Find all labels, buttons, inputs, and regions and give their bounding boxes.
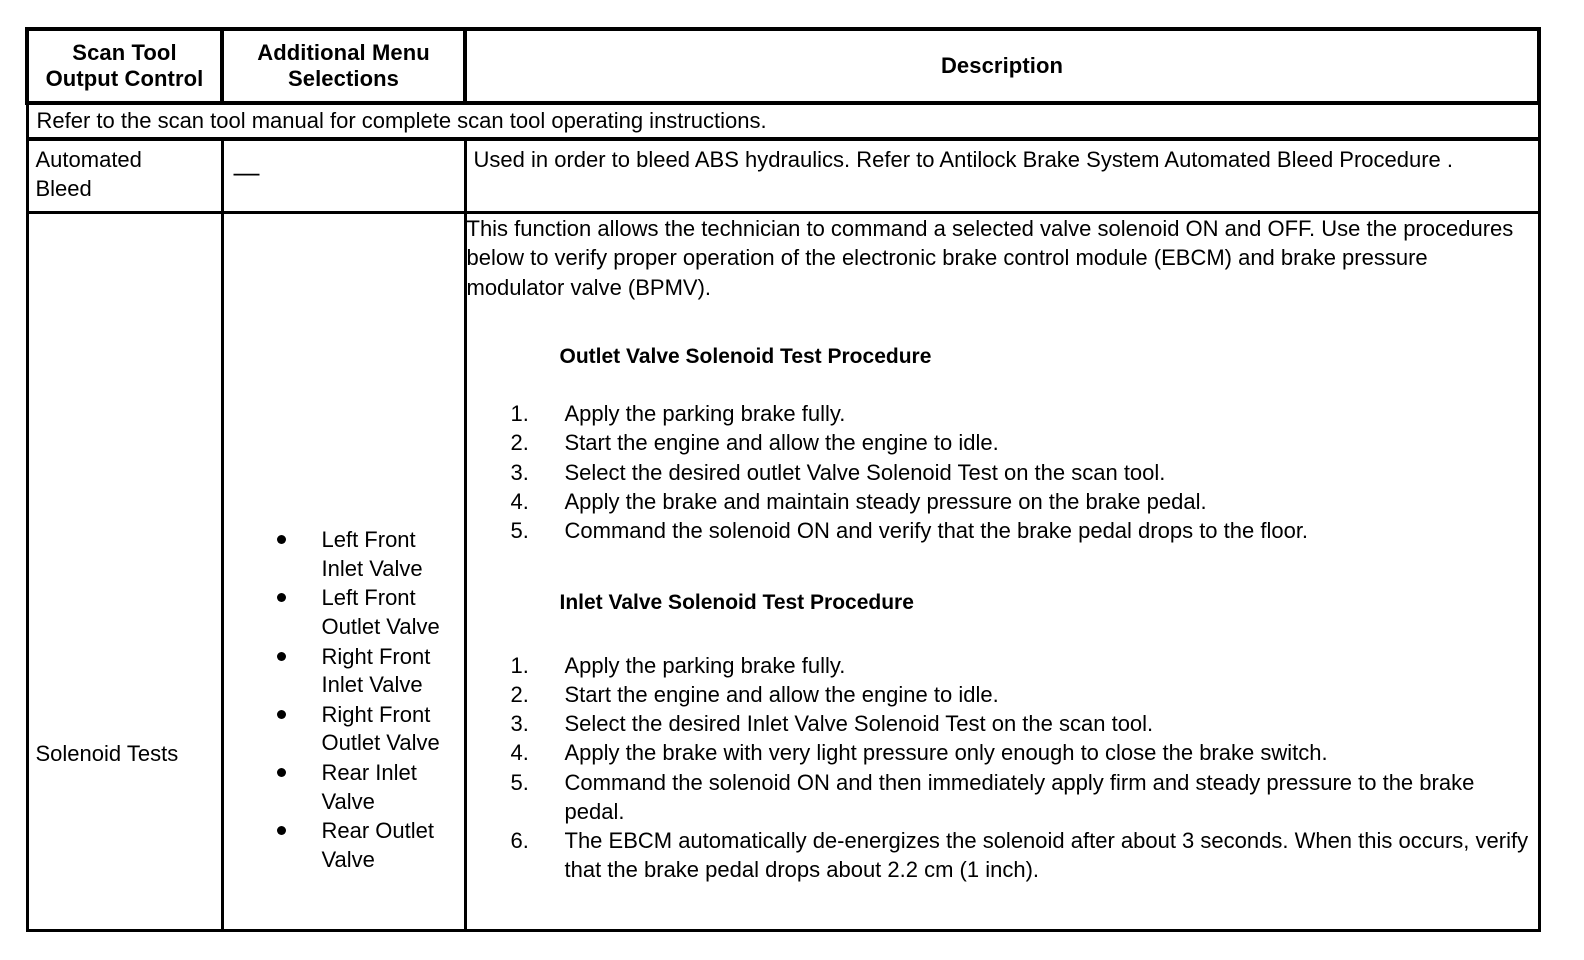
step-number: 2.	[510, 430, 529, 456]
table-row: Solenoid Tests Left Front Inlet Valve Le…	[25, 211, 1541, 933]
step-text: Apply the parking brake fully.	[564, 652, 846, 678]
step-text: Command the solenoid ON and then immedia…	[564, 769, 1475, 824]
output-control-name: Automated Bleed	[29, 141, 221, 211]
list-item: Right Front Inlet Valve	[224, 643, 467, 700]
table-row: Automated Bleed — Used in order to bleed…	[25, 137, 1541, 215]
list-item: 4. Apply the brake with very light press…	[467, 738, 1538, 767]
header-cell-additional-menu-selections: Additional Menu Selections	[220, 27, 467, 105]
list-item: 6. The EBCM automatically de-energizes t…	[467, 826, 1538, 885]
description-intro: This function allows the technician to c…	[466, 216, 1514, 300]
step-number: 6.	[510, 828, 529, 854]
list-item-label: Right Front Inlet Valve	[321, 643, 431, 698]
header-cell-scan-tool-output-control: Scan Tool Output Control	[25, 27, 224, 105]
cell-menu-selections: —	[220, 137, 467, 215]
step-number: 3.	[510, 459, 529, 485]
cell-output-control-name: Solenoid Tests	[25, 211, 224, 933]
header-line-2: Output Control	[45, 66, 204, 91]
step-number: 2.	[510, 681, 529, 707]
step-number: 5.	[510, 769, 529, 795]
bullet-icon	[276, 651, 286, 661]
header-line-1: Additional Menu	[257, 40, 430, 66]
list-item: 2. Start the engine and allow the engine…	[467, 428, 1538, 457]
step-number: 3.	[510, 711, 529, 737]
step-text: Select the desired Inlet Valve Solenoid …	[564, 711, 1154, 737]
table-note-row: Refer to the scan tool manual for comple…	[25, 101, 1541, 141]
bullet-icon	[276, 535, 286, 545]
bullet-icon	[276, 593, 286, 603]
procedure-steps-inlet: 1. Apply the parking brake fully. 2. Sta…	[467, 651, 1538, 885]
step-number: 4.	[510, 740, 529, 766]
list-item: 5. Command the solenoid ON and verify th…	[467, 516, 1538, 545]
list-item-label: Left Front Inlet Valve	[321, 527, 423, 581]
bullet-icon	[276, 709, 286, 719]
step-text: Command the solenoid ON and verify that …	[564, 518, 1309, 544]
header-line-1: Scan Tool	[72, 40, 177, 66]
list-item: Left Front Inlet Valve	[224, 526, 467, 583]
step-text: Apply the brake and maintain steady pres…	[564, 488, 1207, 514]
step-text: The EBCM automatically de-energizes the …	[564, 828, 1529, 883]
header-cell-description: Description	[463, 27, 1541, 105]
step-number: 1.	[510, 652, 529, 678]
menu-selections-empty: —	[224, 141, 464, 185]
output-control-name: Solenoid Tests	[35, 741, 179, 767]
list-item-label: Rear Outlet Valve	[321, 818, 435, 872]
name-line-2: Bleed	[35, 175, 92, 201]
note-cell: Refer to the scan tool manual for comple…	[25, 101, 1541, 141]
cell-description: This function allows the technician to c…	[463, 211, 1541, 933]
description-text: Used in order to bleed ABS hydraulics. R…	[473, 147, 1454, 172]
scan-tool-output-control-table: Scan Tool Output Control Additional Menu…	[25, 27, 1541, 933]
menu-selections-list: Left Front Inlet Valve Left Front Outlet…	[224, 526, 467, 875]
procedure-heading-outlet: Outlet Valve Solenoid Test Procedure	[559, 344, 932, 368]
bullet-icon	[276, 767, 286, 777]
list-item: 1. Apply the parking brake fully.	[467, 399, 1538, 428]
list-item: 4. Apply the brake and maintain steady p…	[467, 487, 1538, 516]
list-item-label: Rear Inlet Valve	[321, 759, 417, 814]
bullet-icon	[276, 826, 286, 836]
list-item: 5. Command the solenoid ON and then imme…	[467, 768, 1538, 827]
list-item-label: Left Front Outlet Valve	[321, 585, 440, 639]
list-item: 2. Start the engine and allow the engine…	[467, 680, 1538, 709]
procedure-steps-outlet: 1. Apply the parking brake fully. 2. Sta…	[467, 399, 1538, 545]
step-text: Apply the parking brake fully.	[564, 401, 846, 427]
step-number: 4.	[510, 488, 529, 514]
procedure-heading-inlet: Inlet Valve Solenoid Test Procedure	[559, 591, 914, 615]
list-item-label: Right Front Outlet Valve	[321, 701, 440, 756]
header-line-2: Selections	[287, 66, 400, 91]
list-item: Rear Outlet Valve	[224, 817, 467, 874]
step-number: 5.	[510, 518, 529, 544]
em-dash-glyph: —	[233, 157, 260, 187]
list-item: 3. Select the desired outlet Valve Solen…	[467, 458, 1538, 487]
list-item: 3. Select the desired Inlet Valve Soleno…	[467, 709, 1538, 738]
name-line-1: Automated	[35, 147, 142, 172]
header-line-1: Description	[940, 53, 1064, 79]
cell-description: Used in order to bleed ABS hydraulics. R…	[463, 137, 1541, 215]
step-text: Select the desired outlet Valve Solenoid…	[564, 459, 1166, 485]
step-text: Start the engine and allow the engine to…	[564, 430, 999, 456]
step-text: Start the engine and allow the engine to…	[564, 681, 999, 707]
step-text: Apply the brake with very light pressure…	[564, 740, 1328, 766]
list-item: Left Front Outlet Valve	[224, 584, 467, 641]
cell-menu-selections: Left Front Inlet Valve Left Front Outlet…	[220, 211, 467, 933]
cell-output-control-name: Automated Bleed	[25, 137, 224, 215]
table-header-row: Scan Tool Output Control Additional Menu…	[25, 27, 1541, 105]
list-item: Right Front Outlet Valve	[224, 701, 467, 758]
list-item: 1. Apply the parking brake fully.	[467, 651, 1538, 680]
step-number: 1.	[510, 401, 529, 427]
list-item: Rear Inlet Valve	[224, 759, 467, 816]
note-text: Refer to the scan tool manual for comple…	[36, 107, 767, 133]
